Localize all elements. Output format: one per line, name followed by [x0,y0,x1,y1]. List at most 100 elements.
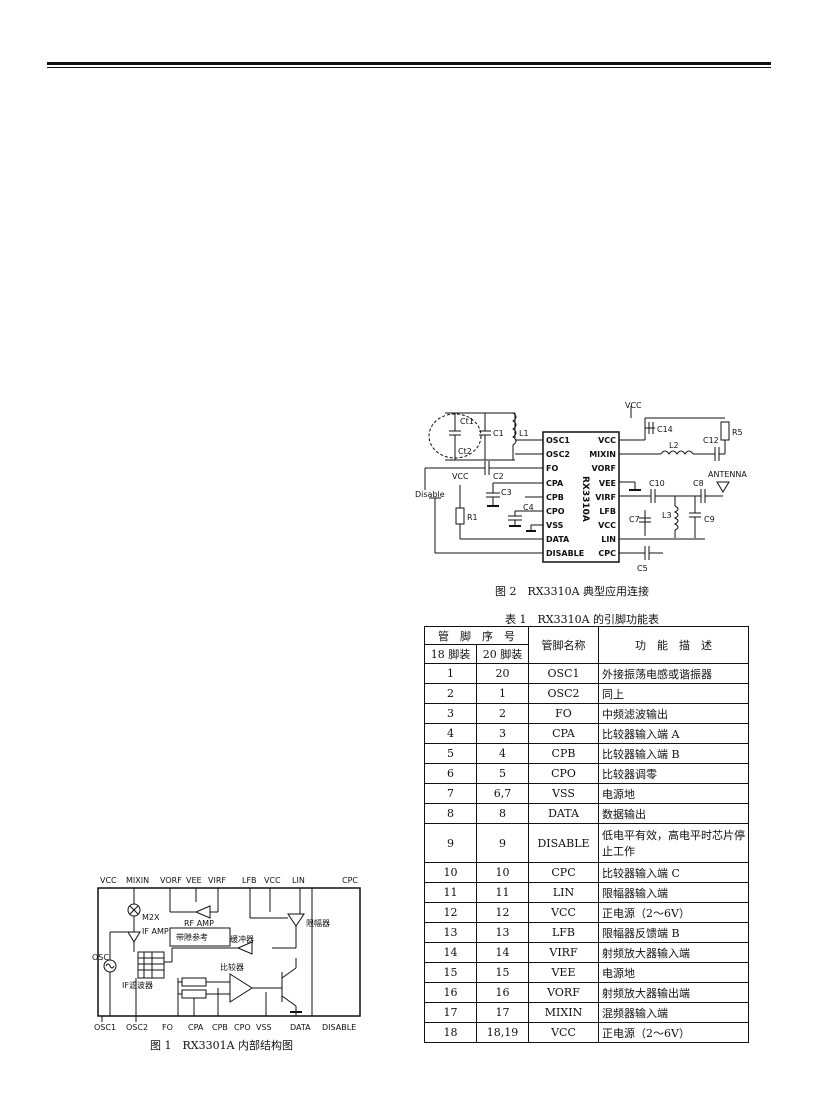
chip-pin-left-4: CPA [546,479,564,488]
ct1-label: Ct1 [460,417,474,426]
cell-name: CPB [528,743,599,764]
cell-func: 限幅器输入端 [598,882,749,903]
cell-p20: 1 [476,683,529,704]
cell-func: 比较器输入端 C [598,862,749,883]
r5-label: R5 [732,428,743,437]
fig1-pin-lfb: LFB [242,876,257,885]
c8-label: C8 [693,479,704,488]
c3-label: C3 [501,488,512,497]
cell-name: VEE [528,962,599,983]
fig1-pin-cpc: CPC [342,876,358,885]
cell-p18: 4 [424,723,477,744]
cell-p20: 8 [476,803,529,824]
fig1-pin-disable: DISABLE [322,1023,356,1032]
cell-name: FO [528,703,599,724]
fig1-limiter-label: 限幅器 [306,918,330,928]
cell-name: LIN [528,882,599,903]
cell-p20: 12 [476,902,529,923]
vcc-left-label: VCC [452,472,469,481]
cell-func: 电源地 [598,783,749,804]
cell-p18: 8 [424,803,477,824]
cell-p20: 2 [476,703,529,724]
figure1-block-diagram: VCC MIXIN VORF VEE VIRF LFB VCC LIN CPC … [92,876,361,1032]
fig1-pin-vcc-top: VCC [100,876,117,885]
fig1-if-amp-label: IF AMP [142,927,169,936]
fig1-pin-virf: VIRF [208,876,226,885]
cell-p18: 5 [424,743,477,764]
cell-p18: 17 [424,1002,477,1023]
fig1-rf-amp-label: RF AMP [184,919,214,928]
fig1-pin-vss: VSS [256,1023,272,1032]
cell-p20: 4 [476,743,529,764]
fig1-pin-mixin: MIXIN [126,876,149,885]
chip-pin-left-5: CPB [546,493,564,502]
chip-pin-right-9: CPC [598,549,616,558]
chip-name: RX3310A [580,476,590,522]
antenna-label: ANTENNA [708,470,747,479]
figure1-caption: 图 1 RX3301A 内部结构图 [150,1039,294,1052]
cell-func: 低电平有效，高电平时芯片停止工作 [598,823,749,863]
cell-p18: 2 [424,683,477,704]
chip-pin-right-8: LIN [601,535,616,544]
fig1-pin-vee: VEE [186,876,202,885]
chip-pin-right-4: VEE [599,479,616,488]
header-rule-thin [47,67,771,68]
figure2-caption: 图 2 RX3310A 典型应用连接 [495,585,650,598]
chip-pin-left-9: DISABLE [546,549,584,558]
c1-label: C1 [493,429,504,438]
chip-pin-right-5: VIRF [595,493,616,502]
cell-p18: 7 [424,783,477,804]
l3-label: L3 [662,511,672,520]
l2-label: L2 [669,441,679,450]
cell-name: MIXIN [528,1002,599,1023]
fig1-pin-fo: FO [162,1023,173,1032]
cell-p20: 17 [476,1002,529,1023]
header-18pin: 18 脚装 [424,644,477,664]
figure2-circuit: VCC VCC Disable ANTENNA Ct1 Ct2 C1 L1 C2… [415,401,747,573]
cell-p20: 20 [476,663,529,684]
c4-label: C4 [523,503,534,512]
cell-func: 正电源（2～6V） [598,902,749,923]
cell-p20: 14 [476,942,529,963]
chip-pin-right-2: MIXIN [589,450,616,459]
cell-func: 外接振荡电感或谐振器 [598,663,749,684]
cell-p20: 9 [476,823,529,863]
fig1-mixer-label: M2X [142,913,160,922]
fig1-pin-osc1: OSC1 [94,1023,116,1032]
cell-p18: 10 [424,862,477,883]
disable-label: Disable [415,490,445,499]
cell-p20: 15 [476,962,529,983]
c5-label: C5 [637,564,648,573]
cell-func: 限幅器反馈端 B [598,922,749,943]
fig1-osc-label: OSC [92,953,109,962]
cell-name: CPC [528,862,599,883]
chip-pin-right-7: VCC [598,521,616,530]
fig1-comparator-label: 比较器 [220,962,244,972]
cell-p18: 1 [424,663,477,684]
chip-pin-left-8: DATA [546,535,570,544]
cell-p18: 11 [424,882,477,903]
cell-name: LFB [528,922,599,943]
cell-func: 同上 [598,683,749,704]
cell-func: 比较器输入端 B [598,743,749,764]
chip-pin-right-3: VORF [592,464,616,473]
fig1-note-label: 带隙参考 [176,932,208,942]
header-pin-name: 管脚名称 [528,626,599,664]
r1-label: R1 [467,513,478,522]
cell-func: 混频器输入端 [598,1002,749,1023]
cell-p18: 12 [424,902,477,923]
l1-label: L1 [519,429,529,438]
chip-pin-left-6: CPO [546,507,565,516]
